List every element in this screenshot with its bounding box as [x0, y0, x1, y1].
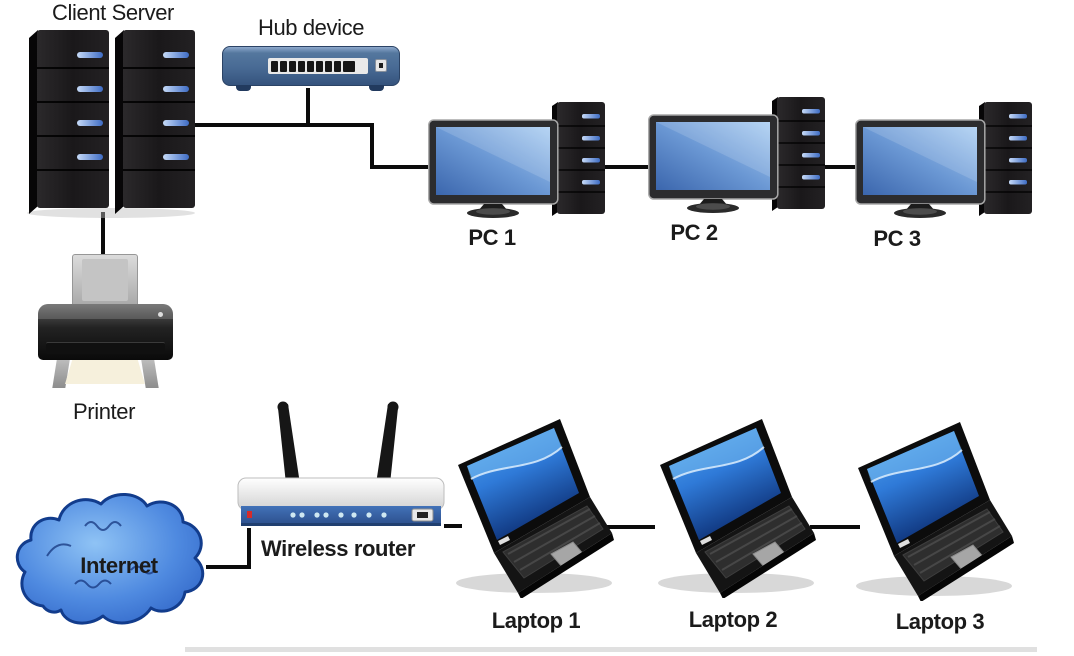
pc1-label: PC 1: [468, 225, 516, 250]
cable-server-to-pc1: [195, 123, 430, 169]
laptop1-icon: [448, 413, 616, 598]
wireless-router-label: Wireless router: [261, 536, 415, 561]
bottom-edge-artifact: [185, 647, 1037, 652]
laptop3-icon: [848, 416, 1016, 601]
pc2-icon: [648, 95, 828, 213]
pc2-label: PC 2: [670, 220, 718, 245]
router-antenna: [277, 401, 399, 484]
laptop3-label: Laptop 3: [895, 609, 985, 634]
printer-led: [158, 312, 163, 317]
hub-device-icon: [222, 46, 400, 92]
laptop2-label: Laptop 2: [688, 607, 778, 632]
hub-device-label: Hub device: [257, 15, 365, 40]
laptop1-label: Laptop 1: [491, 608, 581, 633]
hub-foot: [236, 85, 251, 91]
client-server-icon: [27, 29, 196, 218]
laptop2-icon: [650, 413, 818, 598]
hub-body: [222, 46, 400, 86]
hub-uplink-port: [375, 59, 387, 72]
printer-slot: [46, 342, 165, 354]
printer-icon: [38, 252, 173, 392]
wireless-router-icon: [237, 401, 445, 526]
router-red-led: [247, 511, 252, 518]
pc1-icon: [428, 100, 608, 218]
hub-foot: [369, 85, 384, 91]
client-server-label: Client Server: [52, 0, 174, 25]
cable-internet-router: [206, 528, 251, 569]
internet-label: Internet: [80, 553, 158, 578]
printer-label: Printer: [73, 399, 135, 424]
printer-paper: [82, 259, 128, 301]
pc3-icon: [855, 100, 1035, 218]
hub-port-row: [268, 58, 368, 74]
router-leds: [290, 512, 387, 518]
pc3-label: PC 3: [873, 226, 921, 251]
internet-cloud-icon: [15, 493, 205, 625]
printer-gloss: [38, 304, 173, 319]
